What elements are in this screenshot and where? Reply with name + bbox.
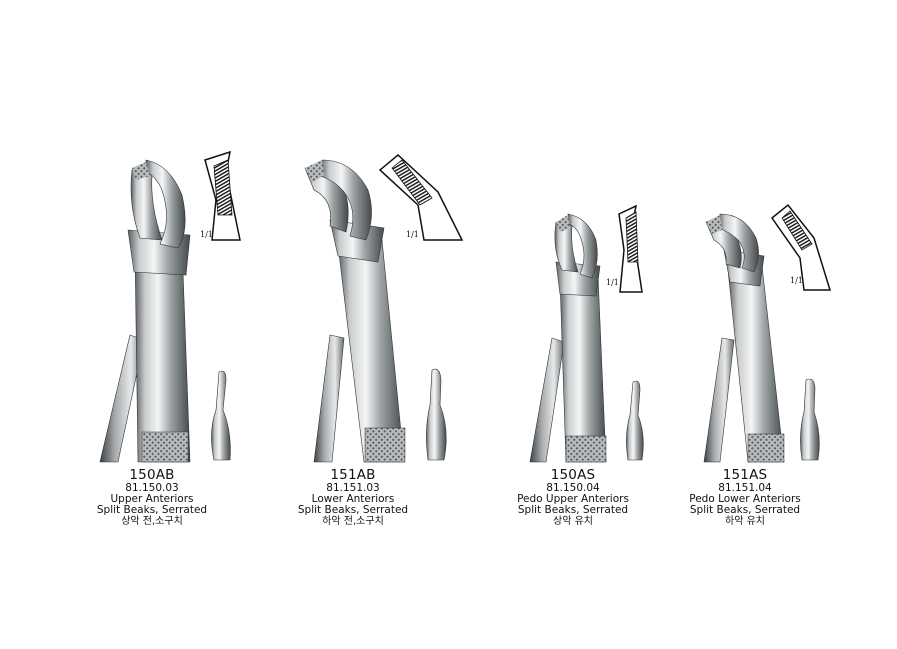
product-code: 150AS	[550, 467, 596, 483]
product-reference: 81.150.04	[546, 482, 600, 494]
product-korean-label: 상악 유치	[553, 516, 593, 527]
product-feature: Split Beaks, Serrated	[297, 504, 409, 516]
product-feature: Split Beaks, Serrated	[689, 504, 801, 516]
side-profile-151ab	[426, 368, 447, 461]
forceps-150ab-illustration	[99, 159, 191, 463]
forceps-151as-illustration	[703, 213, 785, 463]
product-korean-label: 하악 전,소구치	[322, 516, 384, 527]
scale-label: 1/1	[200, 230, 213, 239]
caption-150ab: 150AB 81.150.03 Upper Anteriors Split Be…	[52, 468, 252, 528]
beak-tip-diagram-150as	[618, 204, 643, 293]
product-use: Pedo Lower Anteriors	[689, 493, 801, 505]
product-korean-label: 상악 전,소구치	[121, 516, 183, 527]
side-profile-151as	[800, 378, 820, 461]
caption-151ab: 151AB 81.151.03 Lower Anteriors Split Be…	[253, 468, 453, 528]
product-reference: 81.151.03	[326, 482, 380, 494]
side-profile-150as	[626, 380, 644, 461]
product-use: Upper Anteriors	[110, 493, 194, 505]
product-feature: Split Beaks, Serrated	[517, 504, 629, 516]
product-use: Pedo Upper Anteriors	[517, 493, 629, 505]
beak-tip-diagram-151ab	[378, 154, 464, 241]
scale-label: 1/1	[790, 276, 803, 285]
product-korean-label: 하악 유치	[725, 516, 765, 527]
product-code: 150AB	[129, 467, 175, 483]
forceps-150as-illustration	[529, 213, 607, 463]
product-feature: Split Beaks, Serrated	[96, 504, 208, 516]
scale-label: 1/1	[406, 230, 419, 239]
side-profile-150ab	[211, 370, 231, 461]
scale-label: 1/1	[606, 278, 619, 287]
product-code: 151AB	[330, 467, 376, 483]
product-reference: 81.151.04	[718, 482, 772, 494]
caption-151as: 151AS 81.151.04 Pedo Lower Anteriors Spl…	[645, 468, 845, 528]
caption-150as: 150AS 81.150.04 Pedo Upper Anteriors Spl…	[473, 468, 673, 528]
product-use: Lower Anteriors	[311, 493, 395, 505]
product-reference: 81.150.03	[125, 482, 179, 494]
product-code: 151AS	[722, 467, 768, 483]
beak-tip-diagram-150ab	[204, 150, 241, 241]
forceps-151ab-illustration	[304, 159, 406, 463]
beak-tip-diagram-151as	[770, 203, 832, 291]
